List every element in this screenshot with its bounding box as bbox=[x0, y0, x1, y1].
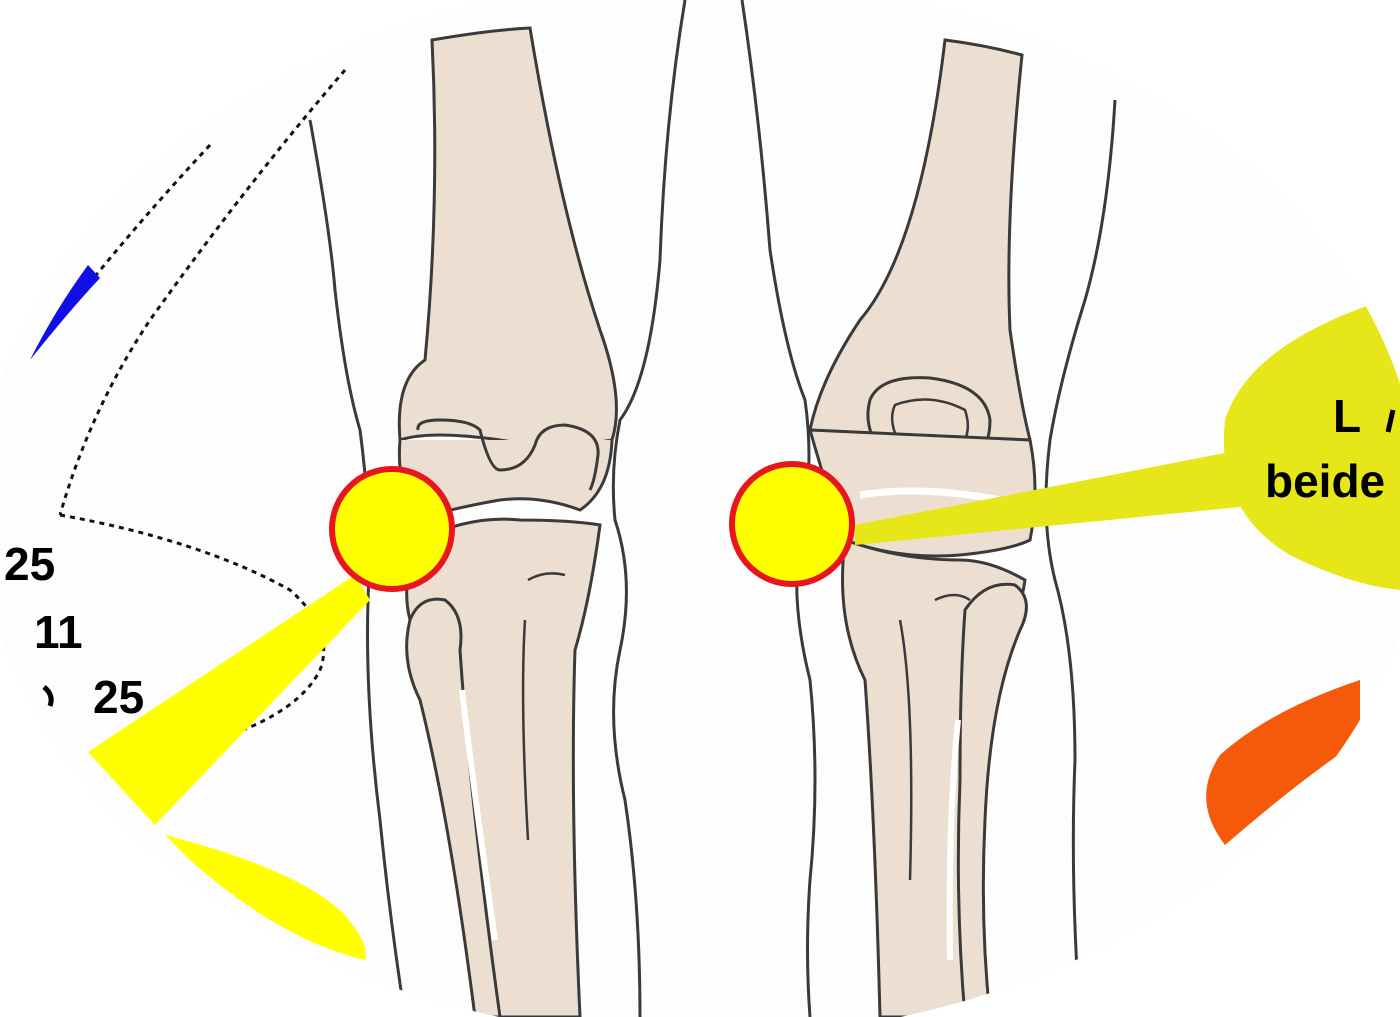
left-fibula-gap bbox=[459, 689, 498, 941]
right-yellow-callout-bubble bbox=[1223, 295, 1400, 590]
left-knee bbox=[308, 0, 687, 1017]
blue-callout-tip bbox=[30, 265, 100, 360]
left-label-bottom: 25 bbox=[93, 671, 144, 723]
right-leg-outer-outline bbox=[1044, 99, 1117, 1017]
right-fibula-gap bbox=[946, 719, 961, 961]
right-label-line1: L bbox=[1333, 390, 1361, 442]
orange-callout-tip bbox=[1206, 680, 1360, 845]
left-label-fragment bbox=[42, 685, 54, 707]
right-fibula bbox=[956, 582, 1028, 1017]
left-knee-marker[interactable] bbox=[329, 466, 455, 592]
left-yellow-callout-bubble bbox=[165, 835, 366, 960]
left-yellow-callout-wedge bbox=[88, 575, 370, 825]
right-knee-marker[interactable] bbox=[729, 461, 855, 587]
left-fibula bbox=[405, 597, 502, 1017]
left-tibia-ridge bbox=[521, 572, 566, 841]
right-tibia-ridge bbox=[898, 593, 971, 881]
left-condyle-notch bbox=[416, 418, 600, 491]
left-label-top: 25 bbox=[4, 538, 55, 590]
right-label-line1-fragment bbox=[1385, 409, 1396, 433]
left-label-middle: 11 bbox=[34, 606, 83, 658]
right-label-line2: beide bbox=[1265, 455, 1385, 507]
right-joint-gap bbox=[859, 487, 1001, 504]
right-yellow-callout-wedge bbox=[855, 450, 1260, 545]
left-leg-inner-outline bbox=[611, 0, 687, 1017]
